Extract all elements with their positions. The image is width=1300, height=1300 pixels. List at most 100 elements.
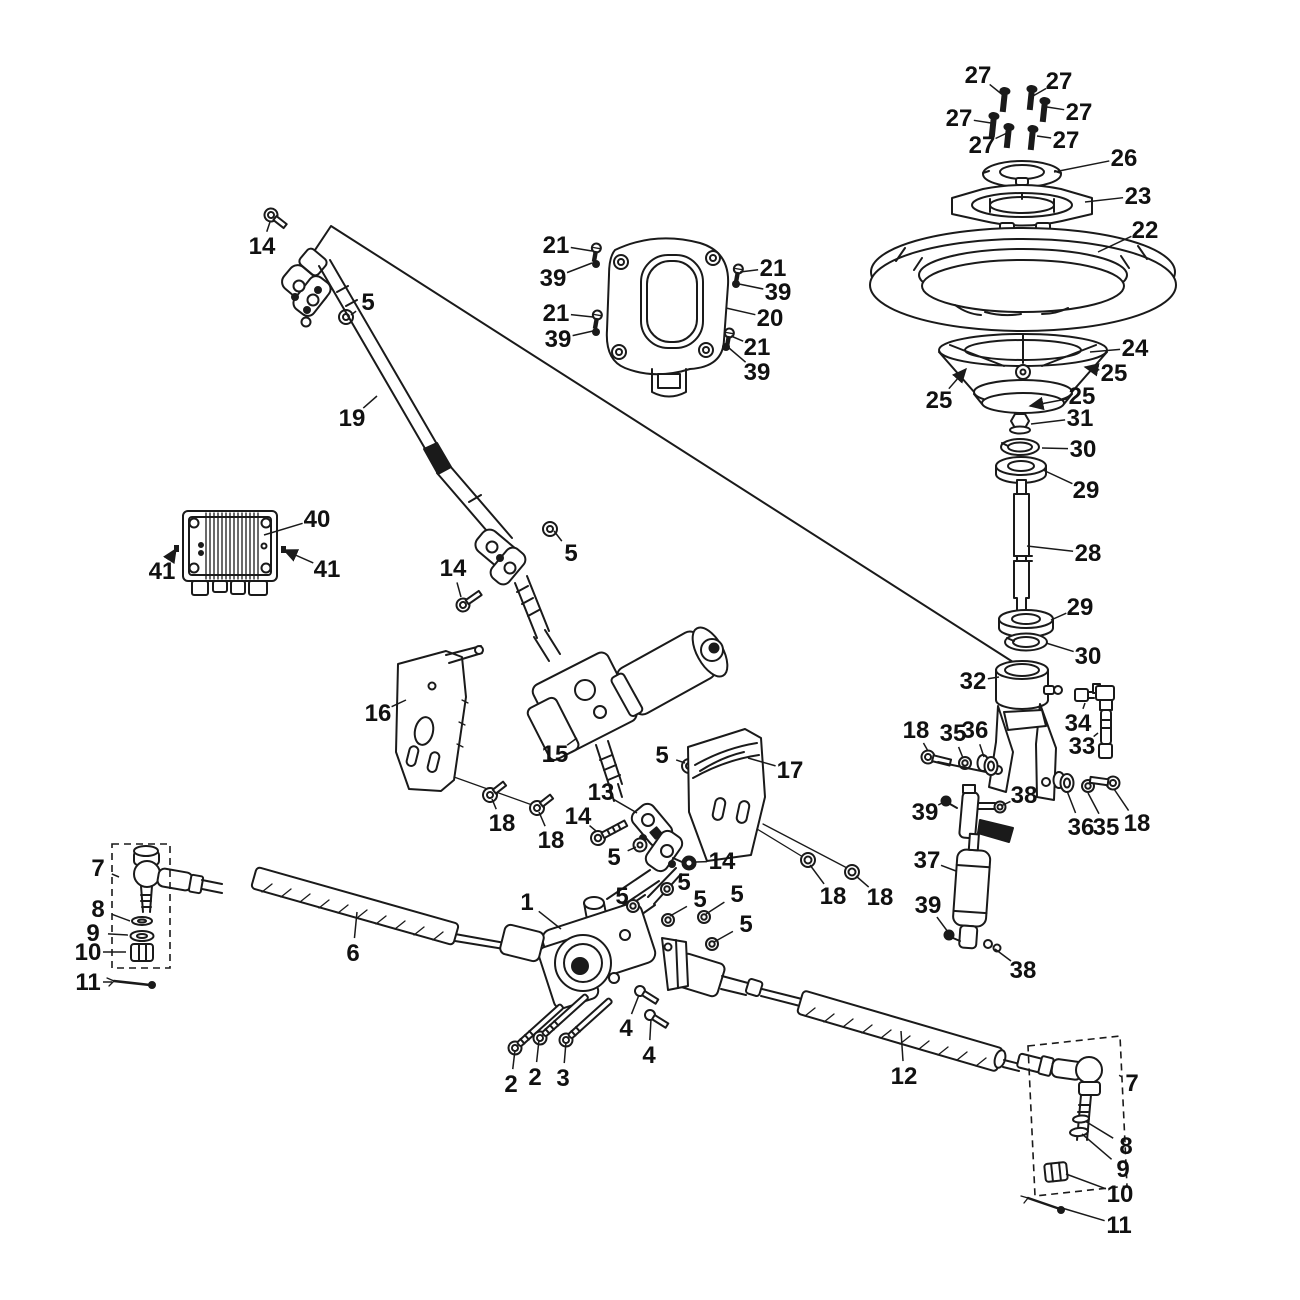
part-number-27: 27 [1046,68,1073,95]
callout-5: 5 [553,530,578,567]
fitting-38-lower [983,939,1002,953]
callout-38: 38 [1000,782,1037,809]
part-number-35: 35 [940,720,967,747]
washer-8-left [131,916,153,926]
callout-41: 41 [282,549,340,583]
callout-41: 41 [149,547,177,585]
rack-nuts-5 [626,882,719,951]
part-number-5: 5 [739,911,752,938]
link-arm [958,784,1014,843]
part-number-11: 11 [1106,1212,1131,1239]
rack-right-end [674,952,803,1007]
bearing-29-upper [995,456,1047,484]
callout-5: 5 [705,881,744,915]
part-number-9: 9 [1116,1156,1129,1183]
snap-ring-30-lower [1004,632,1048,652]
callout-27: 27 [1046,99,1093,126]
callout-27: 27 [969,132,1008,159]
part-number-18: 18 [867,884,894,911]
callout-16: 16 [365,699,407,727]
callout-21: 21 [543,300,594,327]
part-number-39: 39 [912,799,939,826]
bolt-14-top [263,207,288,230]
part-number-5: 5 [730,881,743,908]
cotter-pin-11-right [1020,1195,1065,1214]
callout-35: 35 [940,720,967,759]
ball-stud-39-upper [940,795,958,809]
callout-31: 31 [1030,405,1094,432]
tie-rod-end-7-right [1002,1052,1103,1141]
callout-5: 5 [607,844,637,871]
castle-nut-10-left [130,943,154,962]
part-number-33: 33 [1069,733,1096,760]
cover-plate-20 [605,237,730,398]
part-number-5: 5 [361,289,374,316]
callout-18: 18 [489,798,515,837]
callout-39: 39 [738,279,791,306]
part-number-6: 6 [346,940,359,967]
callout-14: 14 [249,221,276,260]
callout-19: 19 [339,395,378,432]
callout-11: 11 [75,969,112,996]
part-number-31: 31 [1067,405,1094,432]
snap-ring-30-upper [1000,438,1040,456]
callout-18: 18 [1113,788,1150,837]
callout-4: 4 [619,994,640,1042]
washer-5-lower [632,837,648,853]
callout-27: 27 [946,105,992,132]
callout-36: 36 [962,717,989,758]
part-number-27: 27 [1066,99,1093,126]
bolt-18-upper-left [920,749,953,767]
callout-7: 7 [91,855,120,882]
callout-28: 28 [1026,540,1101,567]
part-number-39: 39 [744,359,771,386]
callout-35: 35 [1087,792,1120,841]
callout-18: 18 [809,864,847,910]
bracket-16 [395,645,484,792]
callout-9: 9 [86,920,129,947]
nuts-39 [592,260,740,351]
part-number-26: 26 [1111,145,1138,172]
callout-18: 18 [538,811,564,854]
callout-2: 2 [528,1039,542,1091]
callout-29: 29 [1042,469,1099,504]
callout-21: 21 [739,255,786,282]
washer-9-right [1069,1126,1089,1138]
rack-gearbox-1 [537,867,682,1010]
controller-40 [182,510,278,596]
callout-40: 40 [263,506,330,536]
part-number-41: 41 [149,558,176,585]
callout-4: 4 [642,1018,656,1069]
callout-9: 9 [1081,1133,1130,1183]
callout-30: 30 [1041,436,1096,463]
part-number-35: 35 [1093,814,1120,841]
nut-35-upper [958,756,972,770]
callout-11: 11 [1061,1207,1132,1239]
part-number-8: 8 [91,896,104,923]
part-number-1: 1 [520,889,533,916]
callout-39: 39 [540,262,593,292]
part-number-22: 22 [1132,217,1159,244]
callout-22: 22 [1097,217,1159,253]
callout-27: 27 [965,62,1005,97]
rack-mount-bracket [661,937,689,991]
part-number-39: 39 [545,326,572,353]
part-number-8: 8 [1119,1133,1132,1160]
part-number-7: 7 [91,855,104,882]
part-number-19: 19 [339,405,366,432]
callout-10: 10 [75,939,126,966]
bolt-14-lower [590,819,629,846]
part-number-5: 5 [607,844,620,871]
callout-29: 29 [1050,594,1093,621]
callout-21: 21 [730,334,770,361]
grommet-36-upper [976,754,999,776]
part-number-36: 36 [962,717,989,744]
callout-14: 14 [695,848,736,875]
callout-26: 26 [1053,145,1138,173]
callout-7: 7 [1118,1070,1139,1097]
callout-39: 39 [912,799,945,826]
part-number-25: 25 [1069,383,1096,410]
part-number-18: 18 [820,883,847,910]
part-number-5: 5 [677,869,690,896]
